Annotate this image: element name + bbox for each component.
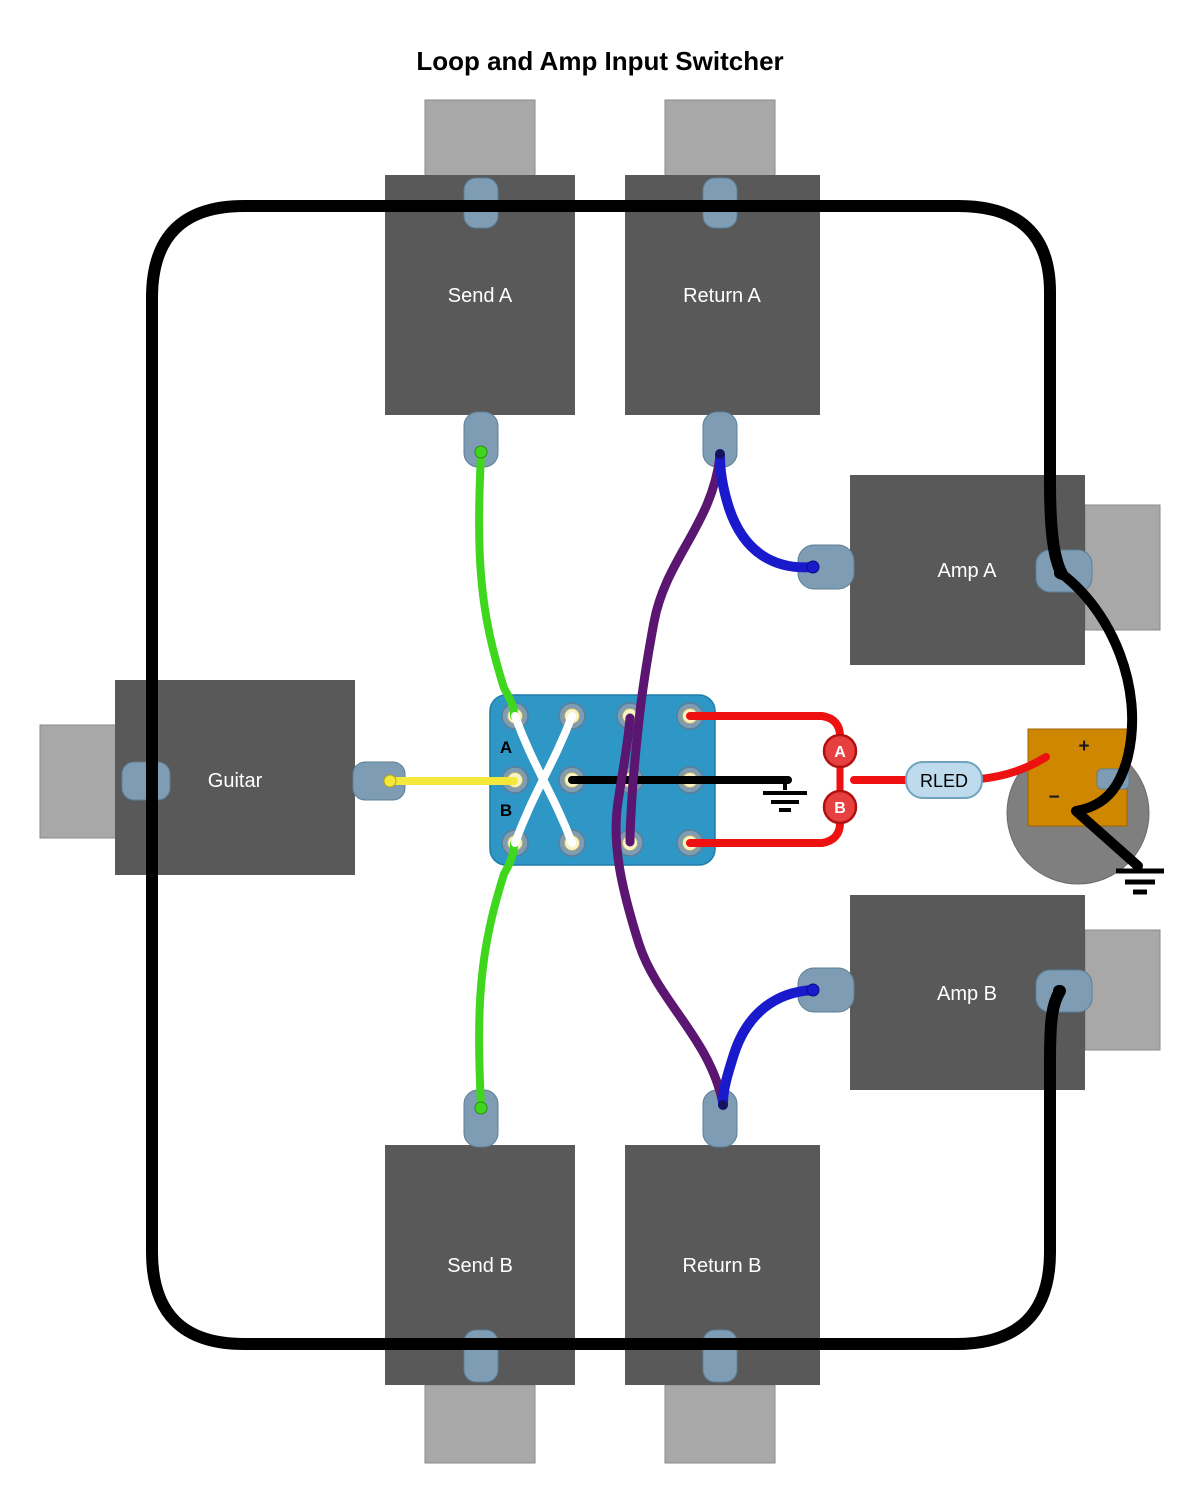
jack-send-a: Send A	[385, 99, 575, 468]
send-b-label: Send B	[447, 1255, 513, 1277]
rled-resistor: RLED	[905, 761, 983, 799]
return-a-sleeve	[664, 99, 776, 179]
return-a-label: Return A	[683, 285, 761, 307]
amp-b-sleeve	[1084, 929, 1161, 1051]
send-b-ground-lug	[463, 1329, 499, 1383]
ground-symbol-switch	[763, 780, 807, 812]
dot-send-b	[474, 1101, 488, 1115]
jack-send-b: Send B	[385, 1089, 575, 1464]
rled-body	[905, 761, 983, 799]
wire-return-b	[611, 713, 728, 1109]
wire-node-a	[686, 712, 844, 740]
node-a-circle	[822, 733, 858, 769]
wire-jumper-2	[511, 712, 576, 847]
return-b-sleeve	[664, 1384, 776, 1464]
node-a-label: A	[834, 744, 846, 761]
wire-send-b	[475, 840, 518, 1110]
dot-return-b	[718, 1100, 728, 1110]
jack-amp-b: Amp B	[797, 895, 1161, 1090]
wires	[146, 200, 1143, 1350]
return-b-label: Return B	[683, 1255, 762, 1277]
node-a: A	[822, 733, 858, 769]
led-plus-sign: +	[1078, 736, 1089, 757]
dot-guitar	[383, 774, 397, 788]
jack-guitar: Guitar	[39, 680, 406, 875]
send-a-label: Send A	[448, 285, 513, 307]
page-title: Loop and Amp Input Switcher	[416, 46, 783, 76]
dot-return-a	[715, 449, 725, 459]
wire-ground-bus	[146, 200, 1068, 1350]
node-b: B	[822, 789, 858, 825]
switch-label-b: B	[500, 801, 512, 820]
dot-amp-a	[806, 560, 820, 574]
switch-label-a: A	[500, 738, 512, 757]
amp-a-sleeve	[1084, 504, 1161, 631]
jack-return-a: Return A	[625, 99, 820, 468]
solder-dots	[383, 445, 1066, 1115]
guitar-label: Guitar	[208, 770, 263, 792]
amp-a-label: Amp A	[938, 560, 998, 582]
send-a-sleeve	[424, 99, 536, 179]
dot-amp-b-ground	[1053, 985, 1065, 997]
guitar-sleeve	[39, 724, 119, 839]
wire-ampa-led-ground	[1057, 569, 1143, 871]
wire-amp-a	[715, 451, 818, 573]
dot-amp-a-ground	[1054, 567, 1066, 579]
send-b-sleeve	[424, 1384, 536, 1464]
amp-b-label: Amp B	[937, 983, 997, 1005]
wire-node-b	[686, 819, 844, 847]
return-b-ground-lug	[702, 1329, 738, 1383]
jack-return-b: Return B	[625, 1089, 820, 1464]
led-minus-sign: −	[1048, 787, 1059, 808]
node-b-circle	[822, 789, 858, 825]
dot-amp-b	[806, 983, 820, 997]
wire-send-a	[475, 450, 518, 720]
wire-rled-to-led	[976, 753, 1050, 783]
wire-amp-b	[718, 985, 818, 1108]
jack-amp-a: Amp A	[797, 475, 1161, 665]
dot-send-a	[474, 445, 488, 459]
ground-symbol-led	[1116, 868, 1164, 895]
node-b-label: B	[834, 800, 846, 817]
rled-label: RLED	[920, 771, 968, 791]
wire-return-a	[625, 451, 725, 847]
